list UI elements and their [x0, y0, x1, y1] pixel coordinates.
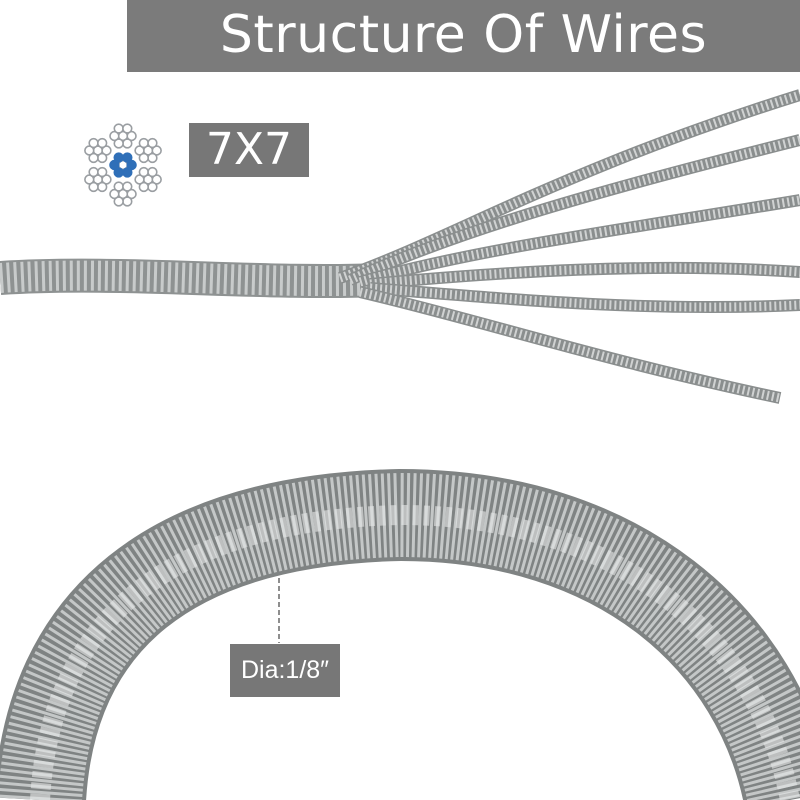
coil-highlight — [30, 504, 800, 800]
coil-body — [0, 468, 800, 800]
wire-circle — [126, 188, 137, 200]
wire-circle — [122, 123, 133, 134]
wire-circle — [122, 138, 133, 149]
wire-circle — [113, 123, 124, 134]
wire-circle — [122, 152, 133, 163]
coiled-wire-rope — [0, 468, 800, 800]
construction-label: 7X7 — [189, 123, 309, 177]
wire-circle — [138, 166, 150, 178]
wire-strand — [358, 194, 800, 288]
wire-circle — [126, 159, 137, 171]
page-title: Structure Of Wires — [219, 5, 708, 65]
wire-circle — [138, 137, 150, 149]
wire-circle — [134, 174, 145, 185]
diameter-label: Dia:1/8″ — [230, 644, 340, 697]
wire-circle — [122, 181, 133, 192]
wire-circle — [84, 174, 95, 185]
wire-circle — [88, 152, 99, 164]
rope-twist-texture — [0, 260, 381, 297]
wire-circle — [113, 167, 124, 178]
wire-circle — [122, 167, 133, 178]
wire-cross-section-icon — [84, 123, 162, 207]
wire-circle — [101, 174, 112, 185]
wire-circle — [126, 130, 137, 142]
wire-circle — [84, 145, 95, 156]
wire-circle — [147, 166, 158, 178]
wire-circle — [113, 196, 124, 207]
wire-circle — [109, 130, 120, 142]
wire-circle — [109, 159, 120, 171]
wire-circle — [151, 174, 162, 185]
unraveled-wire-strands — [0, 89, 800, 404]
wire-circle — [134, 145, 145, 156]
wire-strand — [369, 261, 800, 290]
wire-circle — [96, 152, 108, 164]
wire-circle — [88, 181, 99, 193]
wire-circle — [101, 145, 112, 156]
wire-circle — [122, 196, 133, 207]
wire-circle — [151, 145, 162, 156]
wire-circle — [147, 137, 158, 149]
strand-twist-texture — [358, 287, 781, 403]
wire-circle — [96, 181, 108, 193]
title-banner: Structure Of Wires — [127, 0, 800, 72]
wire-circle — [88, 137, 99, 149]
strand-twist-texture — [369, 283, 800, 312]
wire-circle — [138, 152, 150, 164]
wire-circle — [96, 137, 108, 149]
wire-circle — [88, 166, 99, 178]
wire-circle — [109, 188, 120, 200]
wire-circle — [138, 181, 150, 193]
wire-circle — [147, 152, 158, 164]
wire-circle — [113, 152, 124, 163]
wire-circle — [147, 181, 158, 193]
wire-circle — [96, 166, 108, 178]
wire-circle — [113, 181, 124, 192]
strand-twist-texture — [348, 135, 800, 285]
wire-circle — [113, 138, 124, 149]
